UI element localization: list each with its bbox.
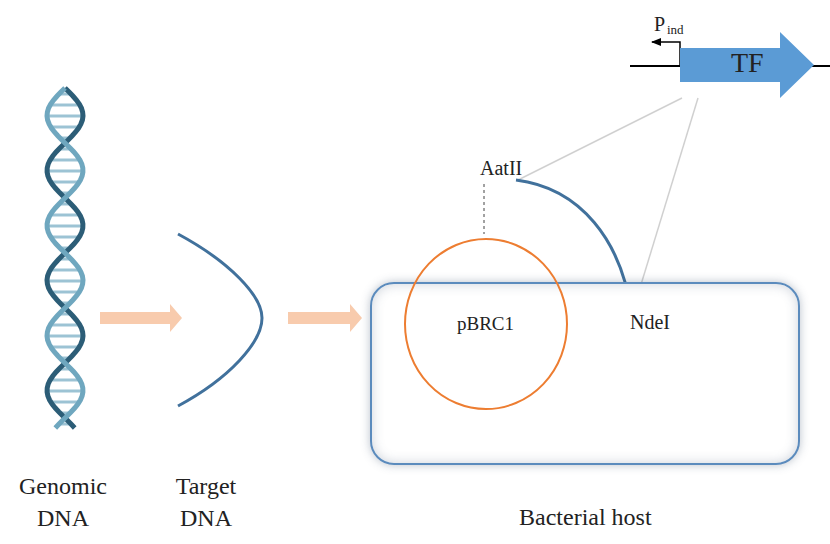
restriction-site: AatII bbox=[480, 152, 522, 184]
flow-arrow bbox=[288, 304, 362, 332]
zoom-line bbox=[518, 98, 682, 180]
dna-helix bbox=[47, 88, 83, 428]
plasmid-circle: pBRC1 bbox=[404, 238, 568, 410]
gene-name: TF bbox=[731, 47, 764, 79]
gene-arrow: TF bbox=[680, 32, 814, 98]
site-leader bbox=[484, 184, 485, 234]
plasmid-name: pBRC1 bbox=[457, 313, 514, 335]
host-label: Bacterial host bbox=[519, 504, 652, 531]
figure-label: Genomic DNA bbox=[5, 470, 121, 534]
restriction-site: NdeI bbox=[630, 306, 670, 338]
host-cell: Bacterial hostpBRC1 bbox=[370, 282, 800, 465]
target-dna bbox=[178, 234, 262, 406]
promoter-arrow bbox=[652, 42, 680, 66]
promoter-subscript: ind bbox=[667, 22, 684, 38]
figure-label: Target DNA bbox=[160, 470, 252, 534]
flow-arrow bbox=[100, 304, 182, 332]
promoter-label: P bbox=[654, 12, 665, 36]
